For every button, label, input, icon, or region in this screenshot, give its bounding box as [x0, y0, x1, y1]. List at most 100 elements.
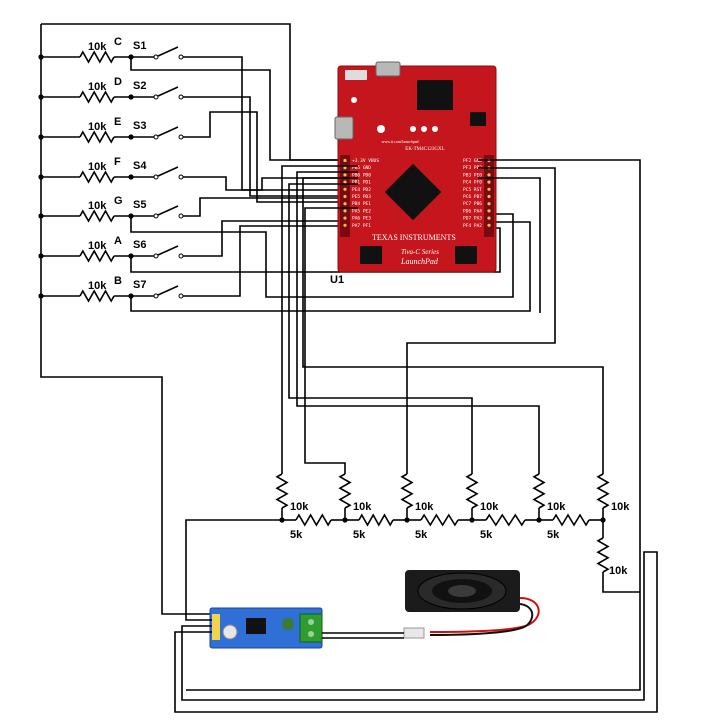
left-pin-label: PB0 PD0 — [352, 172, 371, 178]
amplifier-module — [174, 519, 658, 713]
speaker-terminal-block — [299, 613, 323, 643]
pullup-resistor — [79, 90, 115, 104]
vertical-resistor-label: 10k — [611, 501, 630, 513]
left-pin-label: PA6 PE3 — [352, 216, 371, 222]
vertical-resistor — [465, 473, 479, 509]
vertical-resistor-label: 10k — [353, 501, 372, 513]
note-label: B — [114, 275, 122, 287]
vertical-resistor — [338, 473, 352, 509]
potentiometer-icon — [222, 624, 238, 640]
resistor-label: 10k — [88, 81, 107, 93]
reset-button-icon — [377, 125, 385, 133]
switch-lever — [157, 86, 179, 97]
key-row-d: 10k D S2 — [38, 76, 358, 197]
right-pin-label: PD7 PA3 — [463, 216, 482, 222]
right-pin-label: PF3 PB2 — [463, 165, 482, 171]
right-pin-label: PC5 RST — [463, 187, 482, 193]
vertical-resistor-label: 10k — [480, 501, 499, 513]
resistor-label: 10k — [88, 240, 107, 252]
ladder-resistor-label: 5k — [353, 529, 366, 541]
ladder-resistor-label: 5k — [547, 529, 560, 541]
note-label: G — [114, 195, 123, 207]
board-url-label: www.ti.com/launchpad — [381, 139, 418, 144]
resistor-label: 10k — [88, 280, 107, 292]
ladder-resistor-label: 5k — [480, 529, 493, 541]
resistor-label: 10k — [88, 41, 107, 53]
terminator-resistor-label: 10k — [609, 565, 628, 577]
note-label: C — [114, 36, 122, 48]
usb-debug-connector — [375, 61, 401, 77]
resistor-label: 10k — [88, 161, 107, 173]
vertical-resistor — [596, 473, 610, 509]
left-pin-label: PA7 PF1 — [352, 223, 371, 229]
debug-mcu-chip — [417, 80, 453, 110]
note-label: A — [114, 235, 122, 247]
speaker-connector — [403, 627, 425, 639]
vertical-resistor-label: 10k — [547, 501, 566, 513]
switch-lever — [157, 285, 179, 296]
note-label: F — [114, 156, 121, 168]
button-sw2 — [455, 246, 477, 264]
right-pin-label: PF4 PA2 — [463, 223, 482, 229]
resistor-label: 10k — [88, 200, 107, 212]
vertical-resistor — [532, 473, 546, 509]
switch-lever — [157, 205, 179, 216]
usb-device-connector — [334, 116, 354, 140]
button-sw1 — [360, 246, 382, 264]
switch-label: S6 — [133, 239, 146, 251]
vertical-resistor — [275, 473, 289, 509]
switch-label: S2 — [133, 80, 146, 92]
switch-label: S7 — [133, 279, 146, 291]
power-switch — [345, 70, 367, 80]
ladder-resistor — [295, 513, 332, 527]
left-pin-label: +3.3V VBUS — [352, 158, 379, 164]
note-label: E — [114, 116, 121, 128]
ladder-resistor — [358, 513, 394, 527]
ladder-resistor — [485, 513, 526, 527]
note-label: D — [114, 76, 122, 88]
left-pin-label: PA5 PE2 — [352, 208, 371, 214]
ti-brand-label: TEXAS INSTRUMENTS — [372, 233, 456, 242]
switch-lever — [157, 245, 179, 256]
left-pin-label: PE5 PD3 — [352, 194, 371, 200]
vertical-resistor-label: 10k — [290, 501, 309, 513]
left-ground-bus — [40, 24, 212, 615]
speaker-black-wire — [429, 603, 534, 636]
right-pin-label: PF2 GND — [463, 158, 482, 164]
ladder-resistor-label: 5k — [415, 529, 428, 541]
launchpad-label: LaunchPad — [400, 257, 439, 266]
ladder-resistor — [552, 513, 590, 527]
terminator-resistor — [596, 537, 610, 573]
ladder-resistor-label: 5k — [290, 529, 303, 541]
left-pin-label: PB5 GND — [352, 165, 371, 171]
pullup-resistor — [79, 289, 115, 303]
key-row-g: 10k G S5 — [38, 195, 514, 298]
pullup-resistor — [79, 130, 115, 144]
led-power-icon — [351, 97, 357, 103]
switch-label: S3 — [133, 120, 146, 132]
right-pin-label: PC7 PB6 — [463, 201, 482, 207]
left-pin-label: PB4 PE1 — [352, 201, 371, 207]
chip-name-label: EK-TM4C123GXL — [405, 147, 444, 152]
right-pin-label: PB3 PE0 — [463, 172, 482, 178]
dac-bus-wires — [281, 165, 604, 474]
pullup-resistor — [79, 50, 115, 64]
ladder-resistor — [420, 513, 459, 527]
vertical-resistor — [400, 473, 414, 509]
right-power-rail — [186, 159, 641, 691]
left-pin-label: PE4 PD2 — [352, 187, 371, 193]
switch-label: S5 — [133, 199, 146, 211]
right-pin-label: PC6 PB7 — [463, 194, 482, 200]
speaker — [403, 570, 540, 639]
right-pin-label: PD6 PA4 — [463, 208, 482, 214]
key-row-e: 10k E S3 — [38, 111, 358, 203]
pullup-resistor — [79, 170, 115, 184]
pullup-resistor — [79, 209, 115, 223]
crystal-chip — [470, 112, 486, 126]
left-pin-label: PB1 PD1 — [352, 180, 371, 186]
